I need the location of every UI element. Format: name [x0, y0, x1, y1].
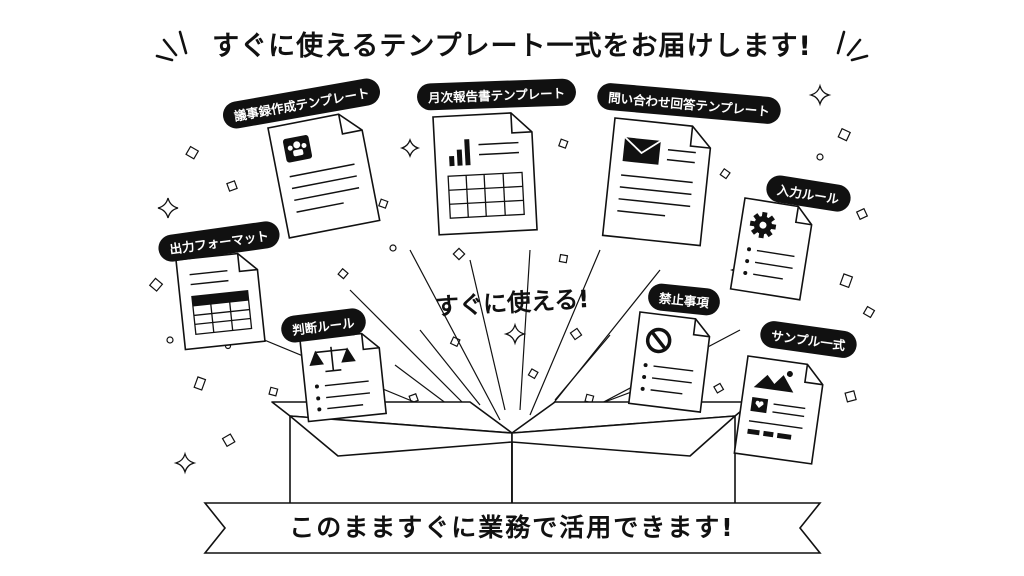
doc-inquiry [601, 117, 712, 247]
tag-monthly-report-template: 月次報告書テンプレート [416, 78, 577, 111]
gear-icon [749, 211, 777, 239]
confetti [148, 127, 876, 465]
table-icon [191, 289, 253, 336]
open-box [271, 401, 753, 506]
doc-input-rules [729, 197, 813, 301]
image-icon [753, 371, 794, 393]
heart-icon [750, 397, 769, 414]
doc-minutes [267, 113, 381, 239]
doc-monthly [432, 112, 538, 236]
doc-judgment-rules [299, 332, 388, 423]
bar-chart-icon [449, 139, 471, 167]
headline-accents [155, 30, 869, 62]
doc-output-format [175, 252, 266, 351]
doc-prohibited [627, 311, 711, 413]
doc-samples [733, 355, 824, 465]
scale-icon [309, 346, 356, 373]
banner-caption: このまますぐに業務で活用できます! [289, 513, 735, 542]
envelope-icon [622, 136, 662, 165]
people-icon [282, 135, 313, 163]
ribbon-banner [203, 502, 822, 554]
headline: すぐに使えるテンプレート一式をお届けします! [212, 31, 812, 62]
prohibited-icon [645, 327, 672, 354]
